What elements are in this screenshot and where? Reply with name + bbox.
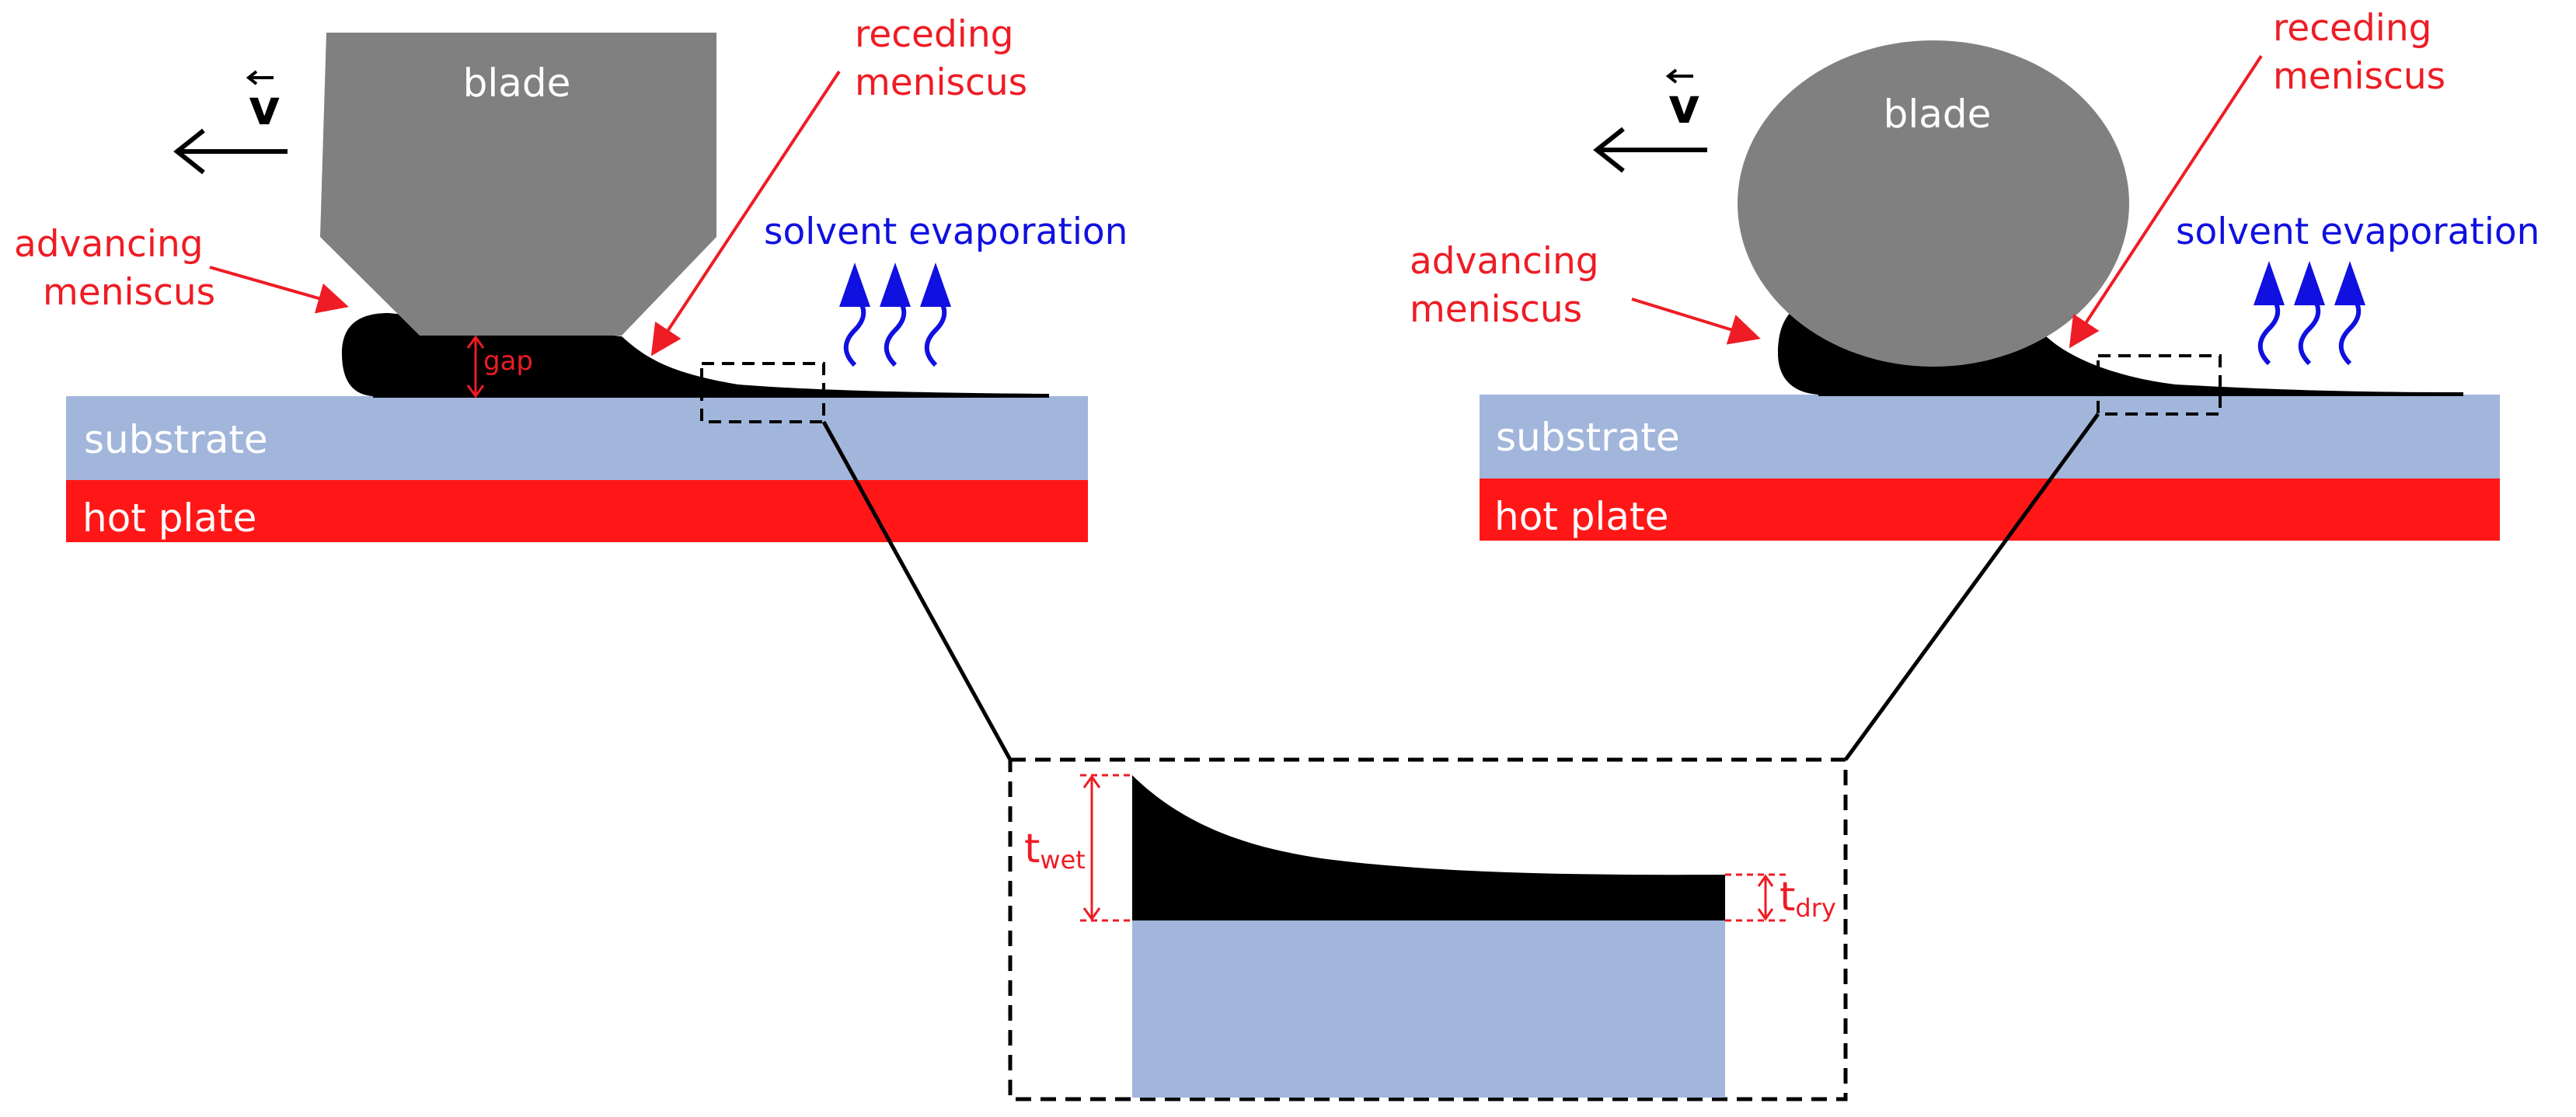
left-velocity-overarrow: [246, 70, 274, 85]
right-blade-label: blade: [1884, 92, 1992, 137]
left-evap-head-2: [880, 263, 911, 307]
left-evaporation-label: solvent evaporation: [764, 211, 1128, 253]
right-hot-plate-label: hot plate: [1494, 494, 1668, 539]
left-evap-head-3: [920, 263, 951, 307]
right-velocity-overarrow: [1665, 68, 1693, 84]
left-receding-line1: receding: [855, 13, 1013, 56]
left-advancing-label: advancing meniscus: [14, 223, 215, 314]
t-wet-sub: wet: [1040, 845, 1085, 875]
right-evap-head-3: [2334, 261, 2365, 305]
left-blade: [320, 33, 716, 336]
right-velocity-arrowhead: [1593, 127, 1625, 173]
right-evap-head-2: [2294, 261, 2325, 305]
right-substrate-label: substrate: [1496, 415, 1680, 460]
left-zoom-box: [700, 362, 825, 423]
left-substrate-label: substrate: [84, 417, 268, 462]
right-zoom-box: [2097, 354, 2222, 416]
right-advancing-line2: meniscus: [1410, 288, 1582, 331]
right-zoom-connector: [1843, 412, 2100, 761]
t-wet-arrow-bottom: [1082, 907, 1101, 921]
right-substrate: [1480, 395, 2500, 478]
t-dry-arrow-top: [1757, 874, 1774, 887]
left-hot-plate-label: hot plate: [82, 496, 256, 541]
left-substrate: [66, 396, 1088, 480]
t-dry-label: tdry: [1779, 874, 1836, 923]
right-blade: [1738, 40, 2129, 367]
left-advancing-pointer: [209, 266, 349, 314]
left-receding-line2: meniscus: [855, 61, 1027, 104]
right-advancing-label: advancing meniscus: [1410, 240, 1611, 331]
t-wet-label: twet: [1024, 826, 1086, 875]
left-zoom-connector: [821, 420, 1013, 761]
right-advancing-line1: advancing: [1410, 240, 1599, 283]
left-evaporation-arrowheads: [839, 263, 951, 307]
left-evap-head-1: [839, 263, 870, 307]
inset-panel: twet tdry: [1008, 757, 1848, 1101]
t-dry-sub: dry: [1795, 893, 1835, 923]
t-dry-arrow-bottom: [1757, 908, 1774, 921]
right-evaporation-label: solvent evaporation: [2176, 211, 2539, 253]
left-panel: substrate hot plate blade gap v advancin…: [14, 13, 1128, 542]
right-receding-line1: receding: [2273, 7, 2431, 50]
right-velocity-symbol: v: [1668, 78, 1699, 134]
inset-frame: [1008, 757, 1848, 1101]
inset-film: [1132, 775, 1725, 920]
right-receding-label: receding meniscus: [2273, 7, 2445, 98]
right-panel: substrate hot plate blade v advancing me…: [1410, 7, 2539, 541]
right-hot-plate: [1480, 478, 2500, 541]
left-velocity-symbol: v: [249, 79, 280, 136]
left-receding-pointer: [650, 70, 841, 357]
left-advancing-line2: meniscus: [43, 271, 215, 314]
right-evap-head-1: [2254, 261, 2285, 305]
left-gap-arrow-bottom: [466, 385, 485, 398]
t-dry-base: t: [1779, 874, 1795, 920]
left-blade-label: blade: [463, 61, 571, 106]
inset-substrate: [1132, 920, 1725, 1098]
right-advancing-pointer: [1631, 298, 1761, 345]
right-receding-line2: meniscus: [2273, 55, 2445, 98]
left-hot-plate: [66, 480, 1088, 542]
left-advancing-line1: advancing: [14, 223, 204, 266]
right-evaporation-arrowheads: [2254, 261, 2365, 305]
left-gap-arrow-top: [466, 335, 485, 349]
right-receding-pointer: [2069, 54, 2263, 349]
t-wet-arrow-top: [1082, 774, 1101, 788]
left-velocity-arrowhead: [173, 128, 205, 175]
t-wet-base: t: [1024, 826, 1040, 872]
left-receding-label: receding meniscus: [855, 13, 1027, 104]
left-gap-label: gap: [483, 346, 533, 377]
